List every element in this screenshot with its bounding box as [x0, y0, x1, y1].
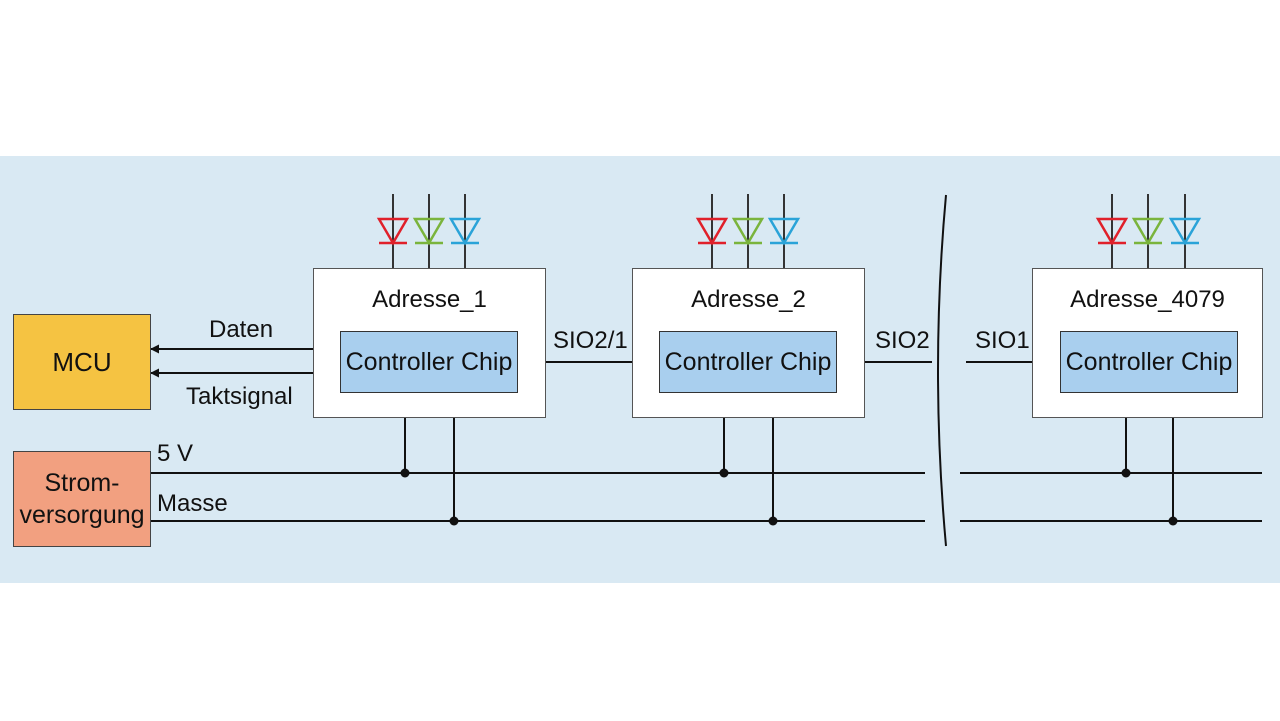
chip-label-1: Controller Chip: [345, 347, 513, 376]
led-diode-icon: [1131, 217, 1165, 246]
led-diode-icon: [1095, 217, 1129, 246]
junction-dot: [719, 468, 729, 478]
ground-label: Masse: [157, 490, 228, 517]
chip-label-4079: Controller Chip: [1065, 347, 1233, 376]
sio2-label: SIO2: [875, 327, 930, 354]
junction-dot: [400, 468, 410, 478]
power-label-line2: versorgung: [19, 501, 145, 529]
led-diode-icon: [376, 217, 410, 246]
controller-chip-4079: Controller Chip: [1060, 331, 1238, 393]
led-diode-icon: [767, 217, 801, 246]
module-address-1: Adresse_1: [372, 286, 487, 313]
led-group: [376, 194, 1202, 268]
led-diode-icon: [1168, 217, 1202, 246]
mcu-label: MCU: [52, 346, 112, 377]
module-address-4079: Adresse_4079: [1070, 286, 1225, 313]
clock-signal-label: Taktsignal: [186, 383, 293, 410]
data-signal-label: Daten: [209, 316, 274, 343]
module-address-2: Adresse_2: [691, 286, 806, 313]
led-diode-icon: [412, 217, 446, 246]
controller-chip-1: Controller Chip: [340, 331, 518, 393]
power-supply-block: Strom- versorgung: [13, 451, 151, 547]
vcc-label: 5 V: [157, 440, 194, 467]
controller-chip-2: Controller Chip: [659, 331, 837, 393]
led-diode-icon: [695, 217, 729, 246]
junction-dot: [1121, 468, 1131, 478]
junction-dot: [768, 516, 778, 526]
junction-dot: [1168, 516, 1178, 526]
power-label-line1: Strom-: [44, 469, 120, 497]
sio-link-label: SIO2/1: [553, 327, 628, 354]
series-break-line: [937, 194, 947, 547]
mcu-block: MCU: [13, 314, 151, 410]
led-diode-icon: [731, 217, 765, 246]
chip-label-2: Controller Chip: [664, 347, 832, 376]
sio1-label: SIO1: [975, 327, 1030, 354]
junction-dot: [449, 516, 459, 526]
led-diode-icon: [448, 217, 482, 246]
